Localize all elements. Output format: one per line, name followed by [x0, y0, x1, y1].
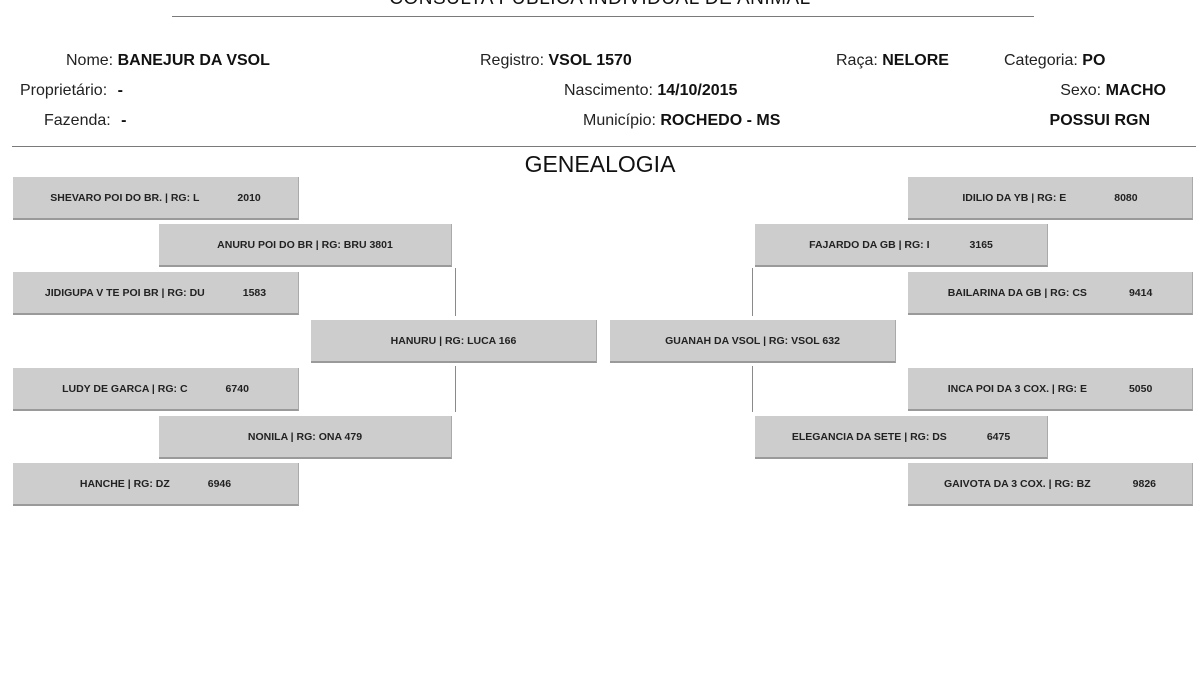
connector-line — [752, 366, 753, 412]
proprietario-value: - — [117, 82, 123, 99]
pedigree-paternal-granddam-sire[interactable]: LUDY DE GARCA | RG: C 6740 — [13, 368, 299, 411]
pedigree-name: GAIVOTA DA 3 COX. | RG: BZ — [944, 477, 1091, 490]
raca-field: Raça: NELORE — [836, 52, 949, 70]
pedigree-name: NONILA | RG: ONA 479 — [247, 430, 363, 443]
fazenda-value: - — [121, 112, 127, 129]
fazenda-label: Fazenda: — [44, 112, 111, 129]
pedigree-paternal-grandsire-sire[interactable]: SHEVARO POI DO BR. | RG: L 2010 — [13, 177, 299, 220]
pedigree-number: 6946 — [207, 477, 232, 490]
sexo-field: Sexo: MACHO — [1060, 82, 1166, 100]
pedigree-number: 5050 — [1128, 382, 1153, 395]
nascimento-field: Nascimento: 14/10/2015 — [564, 82, 737, 100]
rgn-status: POSSUI RGN — [1050, 112, 1150, 130]
proprietario-field: Proprietário: - — [20, 82, 123, 100]
categoria-value: PO — [1082, 52, 1106, 69]
pedigree-paternal-granddam-dam[interactable]: HANCHE | RG: DZ 6946 — [13, 463, 299, 506]
pedigree-number: 9414 — [1128, 286, 1153, 299]
pedigree-name: JIDIGUPA V TE POI BR | RG: DU — [44, 286, 205, 299]
sexo-value: MACHO — [1105, 82, 1166, 99]
nascimento-label: Nascimento: — [564, 82, 653, 99]
categoria-field: Categoria: PO — [1004, 52, 1105, 70]
registro-label: Registro: — [480, 52, 545, 69]
pedigree-number: 1583 — [242, 286, 267, 299]
connector-line — [455, 268, 456, 316]
pedigree-name: HANCHE | RG: DZ — [79, 477, 170, 490]
municipio-field: Município: ROCHEDO - MS — [583, 112, 780, 130]
info-divider — [12, 146, 1196, 147]
pedigree-name: INCA POI DA 3 COX. | RG: E — [947, 382, 1087, 395]
pedigree-dam[interactable]: GUANAH DA VSOL | RG: VSOL 632 — [610, 320, 896, 363]
pedigree-maternal-grandsire-dam[interactable]: BAILARINA DA GB | RG: CS 9414 — [908, 272, 1193, 315]
pedigree-maternal-granddam-sire[interactable]: INCA POI DA 3 COX. | RG: E 5050 — [908, 368, 1193, 411]
pedigree-maternal-grandsire-sire[interactable]: IDILIO DA YB | RG: E 8080 — [908, 177, 1193, 220]
pedigree-number: 6740 — [225, 382, 249, 395]
pedigree-paternal-grandsire-dam[interactable]: JIDIGUPA V TE POI BR | RG: DU 1583 — [13, 272, 299, 315]
pedigree-name: FAJARDO DA GB | RG: I — [809, 238, 930, 251]
fazenda-field: Fazenda: - — [44, 112, 127, 130]
pedigree-maternal-granddam-dam[interactable]: GAIVOTA DA 3 COX. | RG: BZ 9826 — [908, 463, 1193, 506]
pedigree-paternal-grandsire[interactable]: ANURU POI DO BR | RG: BRU 3801 — [159, 224, 452, 267]
pedigree-maternal-granddam[interactable]: ELEGANCIA DA SETE | RG: DS 6475 — [755, 416, 1048, 459]
raca-value: NELORE — [882, 52, 949, 69]
pedigree-name: HANURU | RG: LUCA 166 — [390, 334, 517, 347]
municipio-value: ROCHEDO - MS — [660, 112, 781, 129]
proprietario-label: Proprietário: — [20, 82, 108, 99]
raca-label: Raça: — [836, 52, 878, 69]
rgn-status-text: POSSUI RGN — [1049, 112, 1150, 129]
document-title: CONSULTA PÚBLICA INDIVIDUAL DE ANIMAL — [0, 0, 1200, 10]
pedigree-name: BAILARINA DA GB | RG: CS — [947, 286, 1087, 299]
pedigree-name: ANURU POI DO BR | RG: BRU 3801 — [217, 238, 393, 251]
pedigree-sire[interactable]: HANURU | RG: LUCA 166 — [311, 320, 597, 363]
title-divider — [172, 16, 1034, 17]
registro-field: Registro: VSOL 1570 — [480, 52, 632, 70]
pedigree-number: 2010 — [237, 191, 261, 204]
pedigree-number: 8080 — [1114, 191, 1138, 204]
connector-line — [752, 268, 753, 316]
nome-value: BANEJUR DA VSOL — [117, 52, 270, 69]
nome-field: Nome: BANEJUR DA VSOL — [66, 52, 270, 70]
categoria-label: Categoria: — [1004, 52, 1078, 69]
registro-value: VSOL 1570 — [548, 52, 632, 69]
municipio-label: Município: — [583, 112, 656, 129]
pedigree-name: IDILIO DA YB | RG: E — [962, 191, 1067, 204]
pedigree-name: GUANAH DA VSOL | RG: VSOL 632 — [665, 334, 840, 347]
nome-label: Nome: — [66, 52, 114, 69]
sexo-label: Sexo: — [1060, 82, 1102, 99]
pedigree-paternal-granddam[interactable]: NONILA | RG: ONA 479 — [159, 416, 452, 459]
nascimento-value: 14/10/2015 — [657, 82, 738, 99]
pedigree-name: SHEVARO POI DO BR. | RG: L — [50, 191, 200, 204]
pedigree-number: 6475 — [986, 430, 1011, 443]
connector-line — [455, 366, 456, 412]
pedigree-maternal-grandsire[interactable]: FAJARDO DA GB | RG: I 3165 — [755, 224, 1048, 267]
pedigree-number: 3165 — [969, 238, 993, 251]
genealogy-heading: GENEALOGIA — [524, 151, 676, 177]
pedigree-name: ELEGANCIA DA SETE | RG: DS — [791, 430, 947, 443]
pedigree-name: LUDY DE GARCA | RG: C — [62, 382, 188, 395]
pedigree-number: 9826 — [1132, 477, 1156, 490]
